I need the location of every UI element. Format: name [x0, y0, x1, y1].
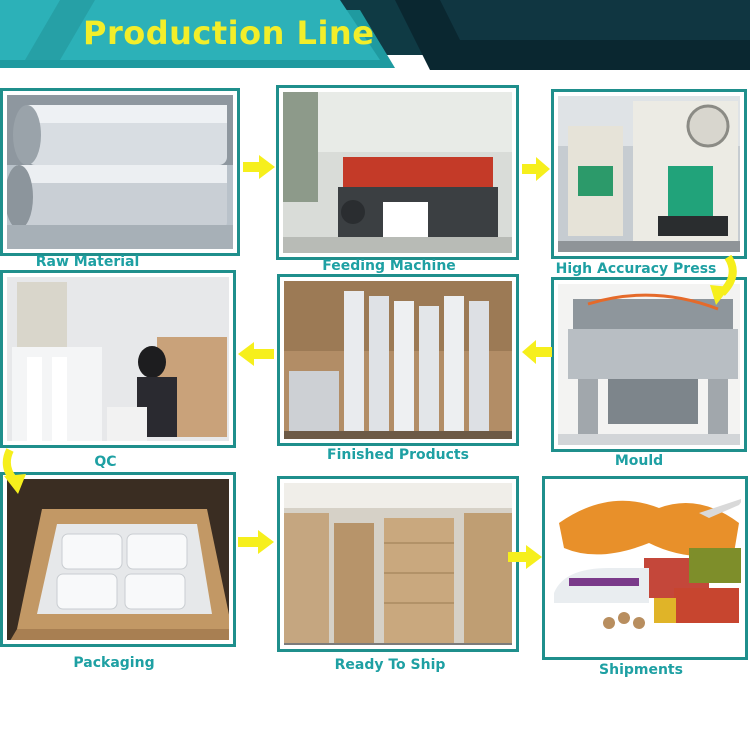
qc-photo [7, 277, 229, 441]
feeding-machine-photo [283, 92, 512, 253]
raw-material-card [0, 88, 240, 256]
arrow-left-icon [238, 342, 274, 366]
ready-to-ship-card [277, 476, 519, 652]
ready-to-ship-label: Ready To Ship [334, 657, 446, 673]
feeding-machine-card [276, 85, 519, 260]
packaging-card [0, 472, 236, 647]
arrow-right-icon [238, 530, 274, 554]
raw-material-photo [7, 95, 233, 249]
mould-label: Mould [614, 453, 664, 469]
qc-label: QC [94, 454, 117, 470]
feeding-machine-label: Feeding Machine [322, 258, 456, 274]
ready-to-ship-photo [284, 483, 512, 645]
press-label: High Accuracy Press [555, 261, 717, 277]
curved-arrow-down-icon [2, 448, 26, 494]
mould-photo [558, 284, 740, 445]
curved-arrow-down-icon [710, 255, 737, 305]
press-card [551, 89, 747, 259]
arrow-right-icon [508, 545, 542, 569]
arrow-right-icon [243, 155, 275, 179]
banner-graphic [0, 0, 750, 70]
mould-card [551, 277, 747, 452]
packaging-label: Packaging [73, 655, 155, 671]
shipments-photo [549, 483, 741, 653]
raw-material-label: Raw Material [35, 254, 140, 270]
arrow-left-icon [522, 340, 552, 364]
shipments-label: Shipments [599, 662, 683, 678]
finished-products-photo [284, 281, 512, 439]
packaging-photo [7, 479, 229, 640]
finished-products-label: Finished Products [327, 447, 469, 463]
header-banner: Production Line [0, 0, 750, 70]
arrow-right-icon [522, 157, 550, 181]
qc-card [0, 270, 236, 448]
page-title: Production Line [83, 14, 375, 52]
shipments-card [542, 476, 748, 660]
press-photo [558, 96, 740, 252]
finished-products-card [277, 274, 519, 446]
